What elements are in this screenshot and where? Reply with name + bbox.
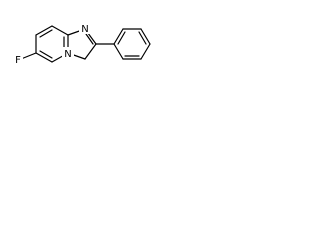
atom-n4-background (62, 47, 74, 59)
atom-n4-label: N (64, 49, 71, 60)
bond-c2-c3 (84, 43, 97, 60)
bond-ph6-ph1 (113, 43, 124, 60)
atom-f-label: F (15, 55, 21, 66)
atom-n1-background (79, 22, 91, 34)
bond-ph4-ph5 (140, 43, 151, 60)
bond-c7-c8-inner (39, 29, 53, 38)
bond-c5-c6-inner (39, 50, 53, 59)
structure-diagram: F N N (13, 22, 151, 66)
bond-ph3-ph4 (140, 28, 151, 45)
bond-c5-c6 (35, 52, 53, 63)
bond-ph1-ph2-inner (117, 31, 126, 45)
bond-c8-c8a (51, 25, 69, 36)
bond-c6-f (20, 52, 37, 60)
bond-ph3-ph4-inner (138, 31, 147, 45)
atom-n1-label: N (81, 24, 88, 35)
bond-n1-c2-inner (85, 33, 94, 45)
atom-f-background (13, 53, 23, 65)
bond-c7-c8 (35, 25, 53, 36)
bond-ph1-ph2 (113, 28, 124, 45)
